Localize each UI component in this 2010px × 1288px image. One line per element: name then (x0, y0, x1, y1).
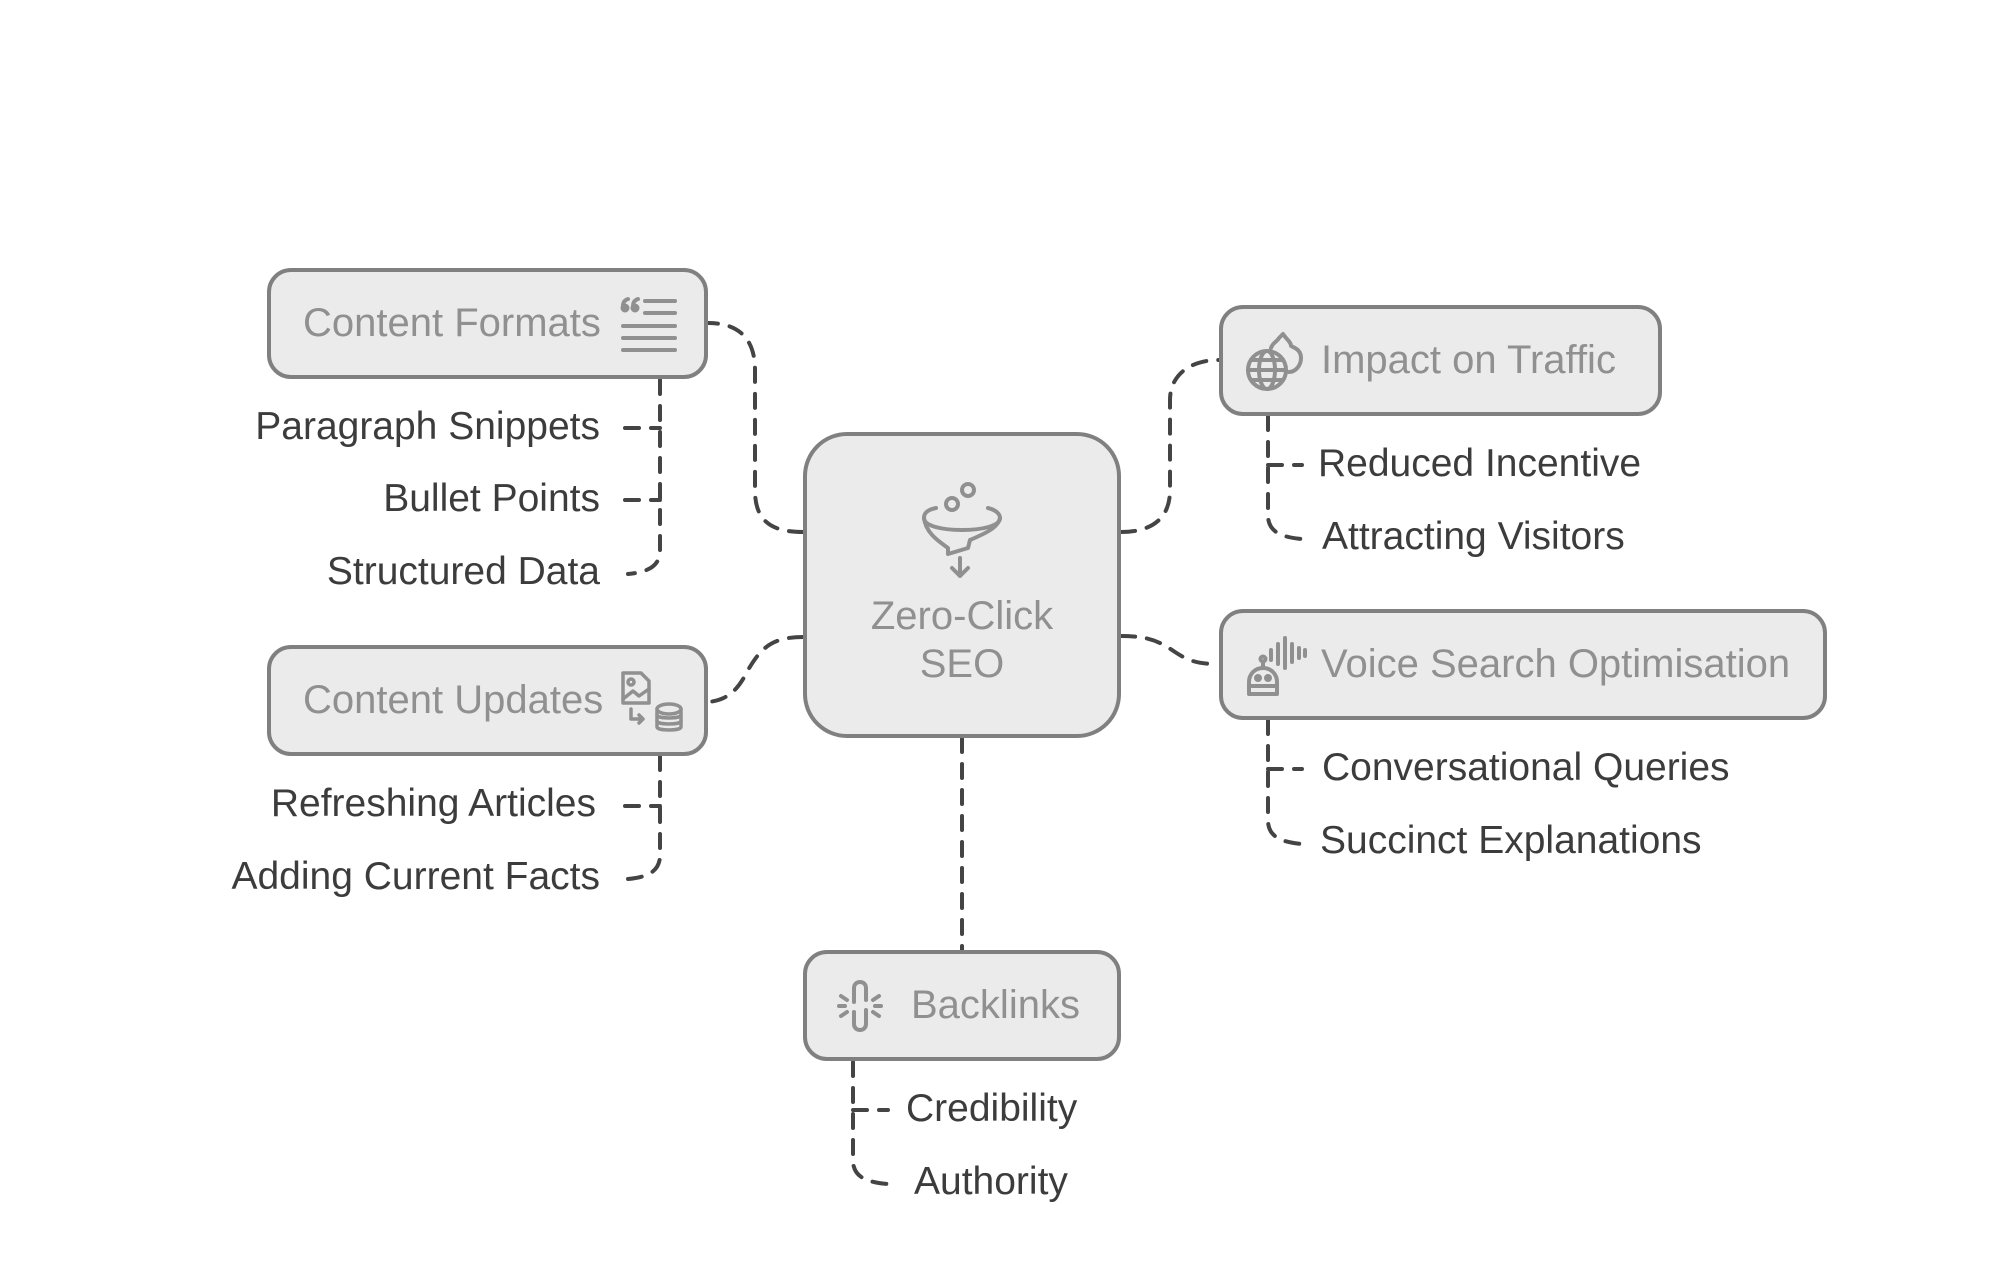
leaf-attracting-visitors: Attracting Visitors (1322, 515, 1625, 558)
leaf-bullet-points: Bullet Points (383, 477, 600, 520)
node-content-updates[interactable]: Content Updates (267, 645, 708, 756)
leaf-refreshing-articles: Refreshing Articles (270, 782, 596, 825)
broken-link-icon (837, 976, 883, 1036)
connector-center-content-formats (706, 321, 805, 534)
node-label: Content Formats (303, 301, 601, 345)
leaf-adding-current-facts: Adding Current Facts (231, 855, 600, 898)
leaf-paragraph-snippets: Paragraph Snippets (255, 405, 600, 448)
connector-center-content-updates (706, 635, 805, 704)
leaf-authority: Authority (914, 1160, 1068, 1203)
leaf-structured-data: Structured Data (326, 550, 600, 593)
node-voice-search[interactable]: Voice Search Optimisation (1219, 609, 1827, 720)
center-label: Zero-Click SEO (870, 594, 1054, 686)
node-backlinks[interactable]: Backlinks (803, 950, 1121, 1061)
connector-center-impact (1119, 358, 1221, 534)
leaf-succinct-explanations: Succinct Explanations (1320, 819, 1702, 862)
leaf-credibility: Credibility (906, 1087, 1078, 1130)
funnel-icon (920, 482, 1004, 578)
connector-impact-children (1266, 414, 1304, 541)
quote-lines-icon (619, 296, 679, 352)
center-node[interactable]: Zero-Click SEO (803, 432, 1121, 738)
leaf-conversational-queries: Conversational Queries (1322, 746, 1730, 789)
connector-content-updates-children (626, 754, 662, 881)
node-label: Backlinks (911, 983, 1080, 1027)
connector-content-formats-children (626, 378, 662, 576)
node-label: Content Updates (303, 678, 604, 722)
node-content-formats[interactable]: Content Formats (267, 268, 708, 379)
image-database-icon (619, 669, 685, 733)
connector-voice-children (1266, 718, 1304, 846)
connector-center-voice (1119, 634, 1221, 666)
voice-assistant-icon (1245, 634, 1307, 696)
leaf-reduced-incentive: Reduced Incentive (1318, 442, 1642, 485)
node-label: Impact on Traffic (1321, 338, 1616, 382)
node-impact-on-traffic[interactable]: Impact on Traffic (1219, 305, 1662, 416)
globe-fire-icon (1245, 330, 1307, 392)
connector-backlinks-children (851, 1060, 890, 1186)
node-label: Voice Search Optimisation (1321, 642, 1791, 686)
